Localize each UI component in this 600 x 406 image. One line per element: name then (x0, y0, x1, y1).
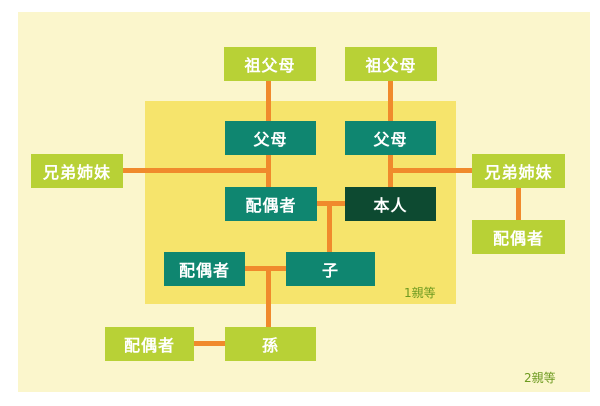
node-grandchild: 孫 (225, 327, 316, 361)
connector-siblings-right (390, 168, 475, 173)
node-parents-left: 父母 (225, 121, 316, 155)
label-first-degree: 1親等 (404, 286, 436, 300)
connector-grandparents-left-to-parents (266, 80, 271, 122)
node-self: 本人 (345, 187, 436, 221)
node-parents-right: 父母 (345, 121, 436, 155)
node-grandparents-right: 祖父母 (345, 47, 437, 81)
connector-to-grandchild (266, 268, 271, 328)
connector-grandparents-right-to-parents (388, 80, 393, 122)
node-grandchild-spouse: 配偶者 (105, 327, 194, 361)
node-child: 子 (286, 252, 375, 286)
connector-marriage-to-child (327, 203, 332, 253)
node-siblings-right: 兄弟姉妹 (472, 154, 565, 188)
node-sibling-spouse: 配偶者 (472, 220, 565, 254)
node-siblings-left: 兄弟姉妹 (31, 154, 123, 188)
connector-sibling-to-spouse (516, 188, 521, 222)
node-child-spouse: 配偶者 (164, 252, 245, 286)
connector-grandchild-spouse (192, 341, 228, 346)
connector-spouse-to-self (317, 201, 347, 206)
node-grandparents-left: 祖父母 (224, 47, 316, 81)
label-second-degree: 2親等 (524, 371, 556, 385)
connector-siblings-left (122, 168, 269, 173)
node-spouse: 配偶者 (225, 187, 317, 221)
